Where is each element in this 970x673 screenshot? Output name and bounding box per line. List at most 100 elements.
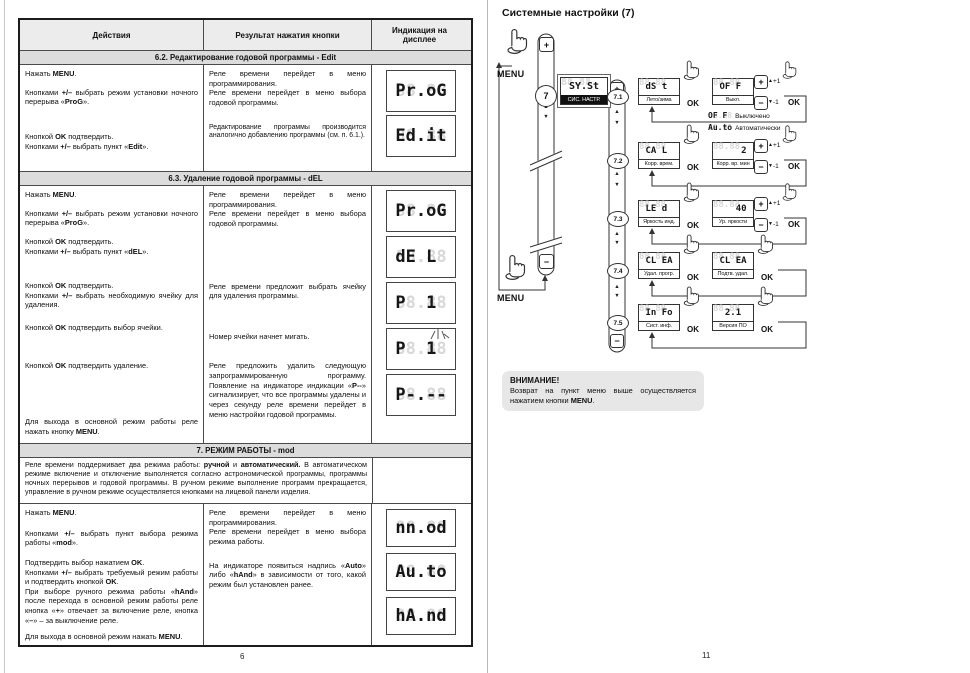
plus-button-icon: + bbox=[754, 197, 768, 211]
result-paragraph: Реле времени перейдет в меню программиро… bbox=[209, 508, 366, 527]
ok-button-label: OK bbox=[687, 325, 699, 334]
cell-actions: Нажать MENU. Кнопками +/– выбрать пункт … bbox=[20, 504, 203, 645]
action-paragraph: Кнопками +/– выбрать пункт «dEL». bbox=[25, 246, 149, 256]
display-value: P 1 bbox=[395, 292, 447, 313]
ok-button-label: OK bbox=[687, 273, 699, 282]
attention-box: ВНИМАНИЕ! Возврат на пункт меню выше осу… bbox=[502, 371, 704, 411]
display-value: nn.od bbox=[395, 517, 447, 538]
display-value: hA.nd bbox=[395, 605, 447, 626]
down-arrow-icon: ▼ bbox=[614, 293, 620, 299]
action-paragraph: Кнопкой OK подтвердить. bbox=[25, 236, 114, 246]
action-paragraph: Для выхода в основной режим нажать MENU. bbox=[25, 632, 183, 642]
display-value: 2 bbox=[719, 146, 747, 156]
ok-button-label: OK bbox=[687, 163, 699, 172]
display-value: CL EA bbox=[645, 256, 673, 266]
section-title-7: 7. РЕЖИМ РАБОТЫ - mod bbox=[20, 443, 471, 457]
down-arrow-icon: ▼ bbox=[614, 240, 620, 246]
decrement-label: -1 bbox=[772, 99, 779, 106]
action-paragraph: Кнопкой OK подтвердить удаление. bbox=[25, 360, 149, 370]
row-62: Нажать MENU. Кнопками +/– выбрать режим … bbox=[20, 64, 471, 171]
display-value: CA L bbox=[645, 146, 673, 156]
display-label: Лето/зима bbox=[639, 95, 679, 104]
ok-button-label: OK bbox=[687, 221, 699, 230]
display-ghost-segments: 88.88 bbox=[639, 304, 667, 314]
down-arrow-icon: ▼ bbox=[543, 114, 549, 120]
hand-press-icon bbox=[756, 229, 776, 255]
up-arrow-icon: ▲ bbox=[543, 104, 549, 110]
minus-button-icon: − bbox=[539, 254, 554, 269]
ok-button-label: OK bbox=[761, 325, 773, 334]
display-ghost-segments: 88.88 bbox=[713, 142, 741, 152]
up-arrow-icon: ▲ bbox=[614, 231, 620, 237]
cell-mode-intro: Реле времени поддерживает два режима раб… bbox=[20, 458, 372, 503]
display-ghost-segments: 88.88 bbox=[639, 142, 667, 152]
display-ghost-segments: 88.88 bbox=[395, 561, 447, 582]
display-value: SY.St bbox=[568, 81, 600, 92]
hand-press-icon bbox=[682, 229, 702, 255]
action-paragraph: Кнопками +/– выбрать режим установки ноч… bbox=[25, 87, 198, 107]
result-paragraph: Реле времени предложит выбрать ячейку дл… bbox=[209, 281, 366, 301]
up-arrow-icon: ▲ bbox=[768, 142, 773, 148]
cell-actions: Нажать MENU. Кнопками +/– выбрать режим … bbox=[20, 186, 203, 443]
step-circle: 7.2 bbox=[607, 153, 629, 169]
action-paragraph: Кнопками +/– выбрать режим установки ноч… bbox=[25, 208, 198, 228]
result-paragraph: Реле времени перейдет в меню выбора годо… bbox=[209, 88, 366, 107]
down-arrow-icon: ▼ bbox=[614, 182, 620, 188]
left-page: Действия Результат нажатия кнопки Индика… bbox=[18, 18, 473, 661]
instruction-table: Действия Результат нажатия кнопки Индика… bbox=[18, 18, 473, 647]
display-ghost-segments: 88.88 bbox=[713, 304, 741, 314]
action-paragraph: Кнопками +/– выбрать требуемый режим раб… bbox=[25, 567, 198, 587]
display-label: СИС. НАСТР. bbox=[561, 95, 607, 105]
section-title-63: 6.3. Удаление годовой программы - dEL bbox=[20, 171, 471, 185]
display-label: Подтв. удал. bbox=[713, 269, 753, 278]
legend-seg-value: OF F bbox=[708, 111, 733, 120]
result-paragraph: Номер ячейки начнет мигать. bbox=[209, 331, 310, 341]
page-number-right: 11 bbox=[702, 651, 711, 660]
display-value: Au.to bbox=[395, 561, 447, 582]
action-paragraph: Нажать MENU. bbox=[25, 69, 77, 78]
display-value: P 1 bbox=[395, 338, 447, 359]
menu-button-label: MENU bbox=[497, 293, 525, 303]
result-paragraph: Редактирование программы производится ан… bbox=[209, 123, 366, 140]
row-63: Нажать MENU. Кнопками +/– выбрать режим … bbox=[20, 185, 471, 443]
page-divider-line bbox=[487, 0, 488, 673]
minus-button-icon: − bbox=[754, 96, 768, 110]
hand-press-icon bbox=[682, 281, 702, 307]
hand-press-icon bbox=[682, 119, 702, 145]
display-ghost-segments: 88.88 bbox=[395, 200, 447, 221]
display-label: Яркость инд. bbox=[639, 217, 679, 226]
hand-press-icon bbox=[781, 120, 799, 144]
display-label: Выкл. bbox=[713, 95, 753, 104]
hand-press-icon bbox=[781, 178, 799, 202]
display-label: Корр. врем. bbox=[639, 159, 679, 168]
display-value: P-.-- bbox=[395, 384, 447, 405]
right-page: Системные настройки (7) bbox=[488, 0, 970, 673]
step-circle: 7.3 bbox=[607, 211, 629, 227]
display-value: 40 bbox=[719, 204, 747, 214]
down-arrow-icon: ▼ bbox=[614, 120, 620, 126]
cell-result: Реле времени перейдет в меню программиро… bbox=[203, 65, 371, 171]
display-ghost-segments: 88.88 bbox=[713, 78, 741, 88]
display-value: dE L bbox=[395, 246, 447, 267]
display-value: 2.1 bbox=[719, 308, 747, 318]
result-paragraph: Реле предложить удалить следующую запрог… bbox=[209, 361, 366, 419]
up-arrow-icon: ▲ bbox=[614, 109, 620, 115]
display-ghost-segments: 88.88 bbox=[713, 200, 741, 210]
section-title-62: 6.2. Редактирование годовой программы - … bbox=[20, 50, 471, 64]
minus-button-icon: − bbox=[754, 218, 768, 232]
action-paragraph: Кнопкой OK подтвердить выбор ячейки. bbox=[25, 323, 163, 332]
hand-press-icon bbox=[682, 177, 702, 203]
cell-result: Реле времени перейдет в меню программиро… bbox=[203, 504, 371, 645]
display-ghost-segments: 88.88 bbox=[395, 517, 447, 538]
action-paragraph: Кнопками +/– выбрать пункт «Edit». bbox=[25, 141, 149, 151]
plus-button-icon: + bbox=[754, 75, 768, 89]
ok-button-label: OK bbox=[788, 98, 800, 107]
